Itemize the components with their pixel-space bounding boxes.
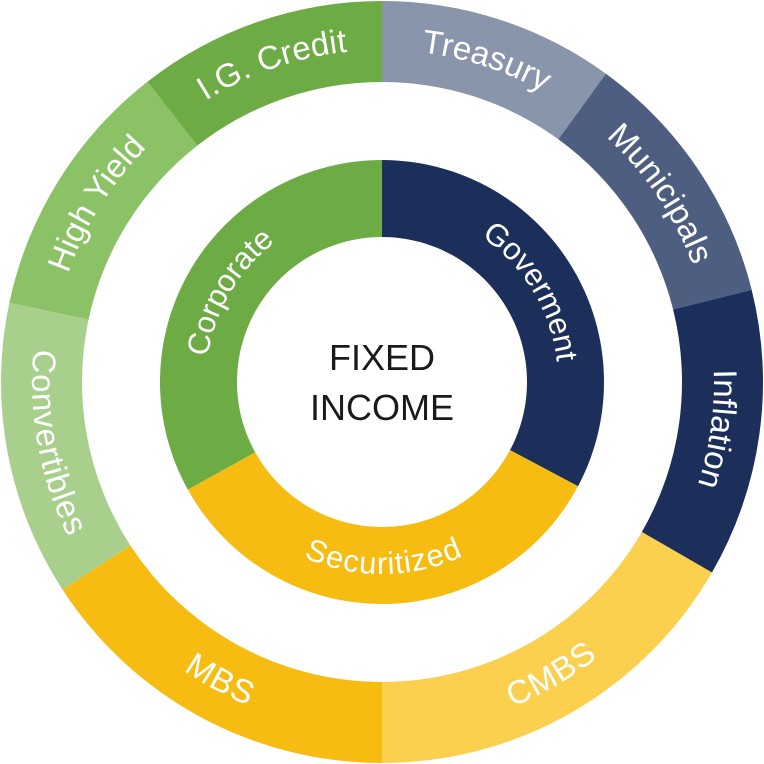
inner-segment-corporate	[159, 160, 382, 490]
outer-segment-cmbs	[382, 532, 712, 763]
outer-segment-treasury	[382, 1, 606, 140]
outer-segment-high-yield	[9, 81, 198, 320]
inner-segment-securitized	[187, 450, 579, 604]
center-title-line2: INCOME	[310, 387, 454, 428]
center-title-line1: FIXED	[329, 337, 435, 378]
inner-segment-goverment	[382, 160, 604, 487]
outer-segment-municipals	[558, 73, 752, 310]
outer-segment-i-g-credit	[147, 1, 382, 146]
center-label: FIXED INCOME	[310, 337, 454, 428]
outer-segment-convertibles	[1, 302, 131, 590]
outer-segment-inflation	[641, 289, 763, 573]
outer-segment-mbs	[62, 545, 382, 763]
